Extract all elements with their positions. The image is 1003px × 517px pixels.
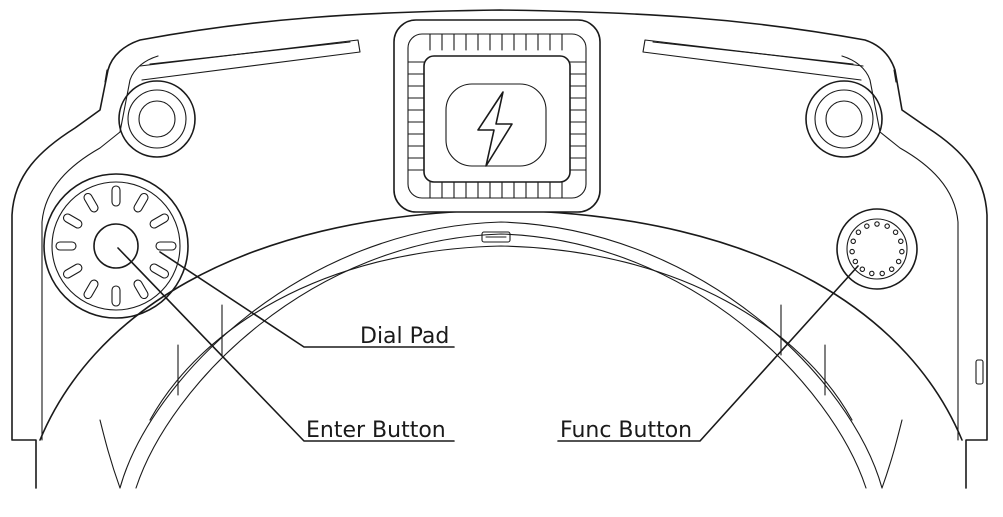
right-lens-port xyxy=(805,80,883,158)
dial-pad-label: Dial Pad xyxy=(360,324,449,349)
housing-outline xyxy=(11,9,988,489)
dial-pad-slots xyxy=(55,185,177,307)
func-button-leader xyxy=(557,265,859,442)
power-module xyxy=(393,19,601,213)
face-opening xyxy=(39,209,963,489)
enter-button-leader xyxy=(117,247,455,442)
func-button[interactable] xyxy=(836,208,918,290)
func-button-dots xyxy=(849,221,905,277)
dial-pad-leader xyxy=(159,251,455,348)
left-lens-port xyxy=(118,80,196,158)
lightning-bolt-icon xyxy=(477,91,513,167)
enter-button-label: Enter Button xyxy=(306,418,446,443)
leader-lines xyxy=(117,247,859,442)
func-button-label: Func Button xyxy=(560,418,692,443)
dial-pad[interactable] xyxy=(43,173,189,319)
